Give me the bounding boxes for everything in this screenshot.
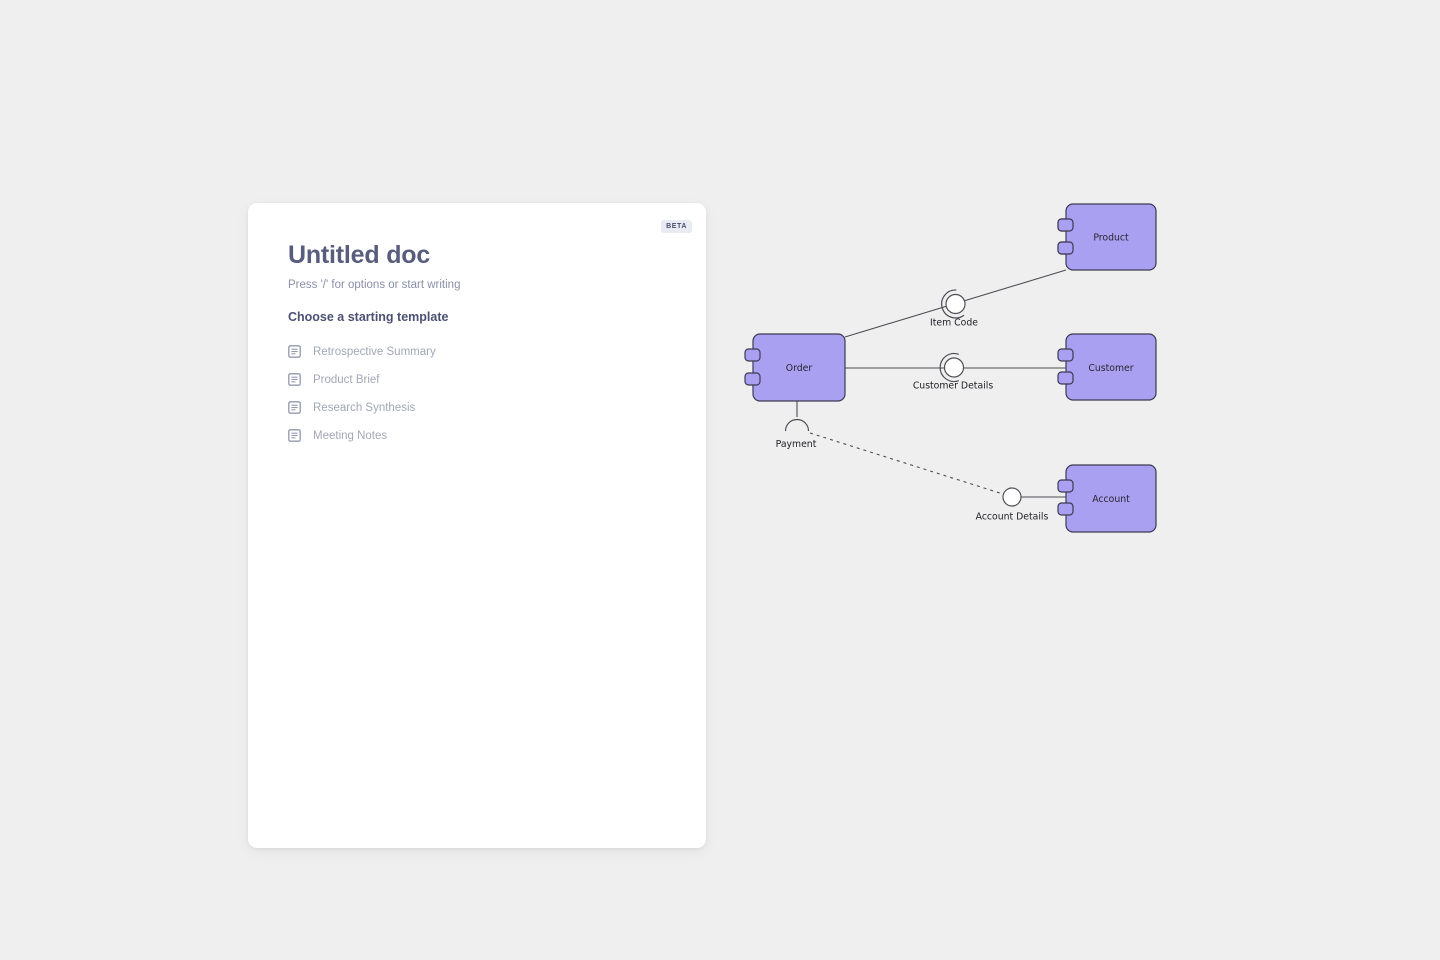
template-item-meeting-notes[interactable]: Meeting Notes — [288, 422, 666, 450]
template-item-retrospective-summary[interactable]: Retrospective Summary — [288, 338, 666, 366]
interface-label: Payment — [776, 439, 817, 450]
socket-arc-icon — [941, 289, 965, 319]
templates-heading: Choose a starting template — [288, 309, 449, 324]
component-port-tab — [1057, 502, 1074, 516]
document-icon — [288, 429, 301, 443]
template-item-product-brief[interactable]: Product Brief — [288, 366, 666, 394]
component-port-tab — [744, 348, 761, 362]
document-icon — [288, 373, 301, 387]
component-port-tab — [1057, 241, 1074, 255]
component-body — [1065, 333, 1157, 401]
component-port-tab — [1057, 479, 1074, 493]
ball-icon — [943, 357, 965, 378]
doc-title-input[interactable]: Untitled doc — [288, 241, 431, 269]
ball-icon — [945, 293, 966, 315]
interface-label: Item Code — [930, 318, 978, 329]
component-body — [1065, 464, 1157, 533]
component-customer[interactable]: Customer — [1057, 333, 1157, 401]
template-item-label: Research Synthesis — [313, 401, 416, 414]
interface-label: Customer Details — [913, 381, 994, 392]
component-body — [1065, 203, 1157, 271]
component-port-tab — [1057, 371, 1074, 385]
template-item-label: Retrospective Summary — [313, 345, 436, 358]
socket-arc-icon — [784, 418, 810, 432]
component-port-tab — [744, 372, 761, 386]
component-order[interactable]: Order — [744, 333, 846, 402]
template-list: Retrospective Summary Product Brief — [288, 338, 666, 450]
socket-arc-icon — [939, 352, 959, 383]
template-item-label: Product Brief — [313, 373, 380, 386]
beta-badge: BETA — [661, 220, 692, 233]
template-item-research-synthesis[interactable]: Research Synthesis — [288, 394, 666, 422]
component-port-tab — [1057, 348, 1074, 362]
component-label: Customer — [1088, 363, 1133, 374]
component-label: Account — [1092, 494, 1130, 505]
component-account[interactable]: Account — [1057, 464, 1157, 533]
document-icon — [288, 401, 301, 415]
template-item-label: Meeting Notes — [313, 429, 388, 442]
component-label: Order — [786, 363, 813, 374]
ball-icon — [1002, 487, 1022, 507]
interface-account-details[interactable]: Account Details — [976, 487, 1049, 523]
document-icon — [288, 345, 301, 359]
doc-editor-content: Untitled doc Press '/' for options or st… — [288, 241, 666, 450]
component-label: Product — [1093, 233, 1129, 244]
component-body — [752, 333, 846, 402]
connector-payment-account-dashed[interactable] — [809, 432, 1004, 495]
component-port-tab — [1057, 218, 1074, 232]
interface-customer-details[interactable]: Customer Details — [913, 352, 994, 392]
doc-editor-card: BETA Untitled doc Press '/' for options … — [248, 203, 706, 848]
component-product[interactable]: Product — [1057, 203, 1157, 271]
interface-payment[interactable]: Payment — [776, 418, 817, 451]
interface-label: Account Details — [976, 512, 1049, 523]
interface-item-code[interactable]: Item Code — [930, 289, 978, 329]
editor-placeholder[interactable]: Press '/' for options or start writing — [288, 278, 461, 291]
